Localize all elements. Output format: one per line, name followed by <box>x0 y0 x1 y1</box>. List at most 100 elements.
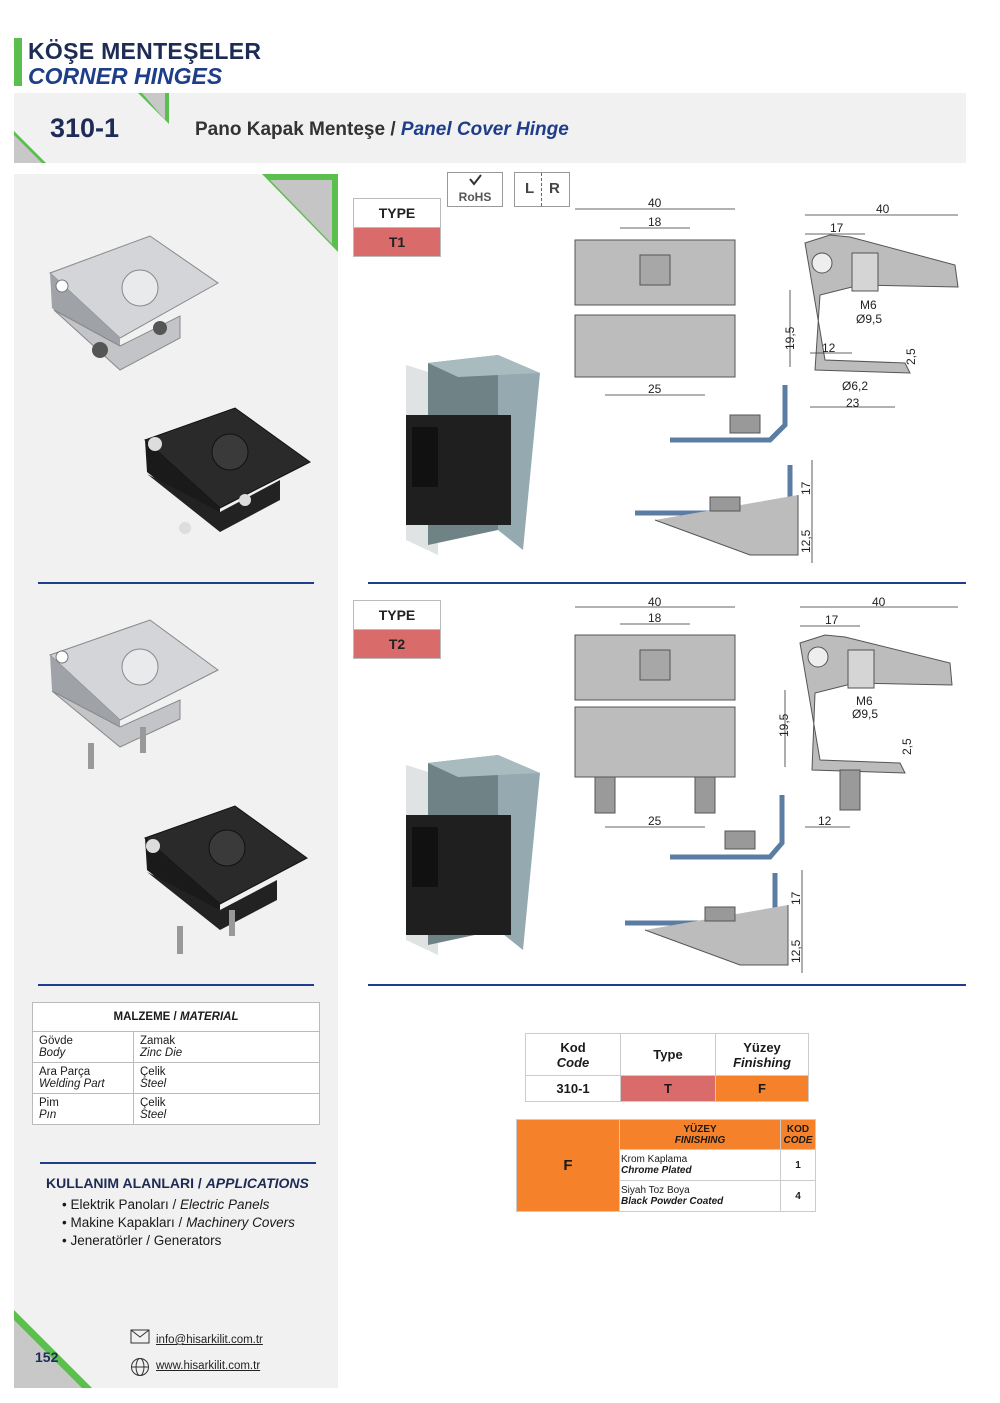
finishing-row-tr: Krom Kaplama <box>621 1154 688 1165</box>
dim-t1-side-m6: M6 <box>860 298 877 312</box>
divider-left-1 <box>38 582 314 584</box>
product-image-black-t2 <box>144 805 308 954</box>
product-code: 310-1 <box>50 113 120 143</box>
email-link[interactable]: info@hisarkilit.com.tr <box>156 1334 263 1346</box>
dim-t1-front-width: 40 <box>648 196 662 210</box>
band-corner-decor <box>14 93 169 163</box>
material-part-en: Body <box>39 1047 66 1059</box>
application-item: • Makine Kapakları / Machinery Covers <box>62 1215 295 1230</box>
material-part-tr: Pim <box>39 1097 59 1109</box>
dim-t2-asm-17: 17 <box>789 891 803 905</box>
type-header: TYPE <box>354 199 440 228</box>
type-col-header: Type <box>620 1033 716 1076</box>
dim-t1-side-23: 23 <box>846 396 860 410</box>
dim-t2-side-40: 40 <box>872 595 886 609</box>
code-value: 310-1 <box>525 1075 621 1102</box>
lr-right-label: R <box>549 180 560 197</box>
type-box-t1: TYPE T1 <box>353 198 441 257</box>
product-image-black-t1 <box>144 407 311 534</box>
dim-t2-side-d95: Ø9,5 <box>852 707 878 721</box>
finishing-row-code: 1 <box>780 1149 816 1181</box>
dim-t1-side-17: 17 <box>830 221 844 235</box>
application-item: • Jeneratörler / Generators <box>62 1233 222 1248</box>
globe-icon <box>131 1358 149 1376</box>
finishing-kod-header-en: CODE <box>783 1134 813 1146</box>
product-name-tr: Pano Kapak Menteşe <box>195 119 386 140</box>
dim-t2-front-18: 18 <box>648 611 662 625</box>
finish-value: F <box>715 1075 809 1102</box>
finishing-row-en: Black Powder Coated <box>621 1196 724 1207</box>
lr-badge: L R <box>514 172 570 207</box>
dim-t2-side-17: 17 <box>825 613 839 627</box>
material-value-en: Zinc Die <box>140 1047 183 1059</box>
left-sidebar <box>14 174 338 1388</box>
code-col-header-tr: Kod <box>560 1039 586 1055</box>
dim-t1-front-25: 25 <box>648 382 662 396</box>
product-image-chrome-t2 <box>49 619 219 769</box>
applications-list: • Elektrik Panoları / Electric Panels • … <box>62 1196 295 1250</box>
application-item-tr: Jeneratörler <box>70 1233 143 1248</box>
dim-t2-front-width: 40 <box>648 595 662 609</box>
product-band <box>14 93 966 163</box>
dim-t1-side-d62: Ø6,2 <box>842 379 868 393</box>
code-col-header-en: Code <box>556 1054 590 1070</box>
technical-drawing-t2: 40 18 25 40 17 19,5 M6 Ø9,5 2,5 12 17 12… <box>574 595 958 973</box>
sidebar-corner-decor <box>262 174 338 252</box>
finish-col-header-en: Finishing <box>733 1054 791 1070</box>
material-header-tr: MALZEME <box>113 1011 171 1023</box>
material-part-tr: Ara Parça <box>39 1066 91 1078</box>
finishing-row-en: Chrome Plated <box>621 1165 692 1176</box>
dim-t2-asm-125: 12,5 <box>789 939 803 963</box>
application-item-en: Machinery Covers <box>186 1215 295 1230</box>
dim-t1-side-19: 19,5 <box>783 326 797 350</box>
type-value: T <box>620 1075 716 1102</box>
application-item-tr: Elektrik Panoları <box>70 1197 169 1212</box>
footer-corner-decor <box>14 1310 92 1388</box>
type-box-t2: TYPE T2 <box>353 600 441 659</box>
dim-t1-side-t25: 2,5 <box>904 348 918 365</box>
dim-t2-front-25: 25 <box>648 814 662 828</box>
material-value-en: Steel <box>140 1109 167 1121</box>
header-accent-bar <box>14 38 22 86</box>
checkmark-icon <box>469 174 482 186</box>
finishing-kod-header-tr: KOD <box>786 1123 810 1135</box>
finishing-header-en: FINISHING <box>674 1134 726 1146</box>
dim-t1-asm-125: 12,5 <box>799 529 813 553</box>
dim-t2-side-19: 19,5 <box>777 713 791 737</box>
dim-t2-side-12: 12 <box>818 814 832 828</box>
material-value-tr: Zamak <box>140 1035 176 1047</box>
panel-mount-image-t2 <box>406 755 540 955</box>
panel-mount-image-t1 <box>406 355 540 555</box>
divider-left-2 <box>38 984 314 986</box>
material-header: MALZEME / MATERIAL <box>32 1002 320 1032</box>
website-link[interactable]: www.hisarkilit.com.tr <box>156 1360 261 1372</box>
finishing-row-tr: Siyah Toz Boya <box>621 1185 690 1196</box>
material-part-en: Pın <box>39 1109 57 1121</box>
product-image-chrome-t1 <box>49 235 219 371</box>
type-value: T2 <box>354 630 440 658</box>
applications-title: KULLANIM ALANLARI / APPLICATIONS <box>46 1175 309 1191</box>
lr-divider <box>541 173 543 206</box>
technical-drawing-t1: 40 18 25 40 17 19,5 M6 Ø9,5 12 2,5 Ø6,2 … <box>574 196 959 563</box>
email-icon <box>130 1329 150 1344</box>
dim-t2-side-t25: 2,5 <box>900 738 914 755</box>
finishing-header-tr: YÜZEY <box>683 1123 717 1135</box>
dim-t1-front-18: 18 <box>648 215 662 229</box>
dim-t1-side-40: 40 <box>876 202 890 216</box>
finish-col-header-tr: Yüzey <box>743 1039 781 1055</box>
rohs-badge: RoHS <box>447 172 503 207</box>
product-name-en: Panel Cover Hinge <box>400 119 569 140</box>
finishing-row-code: 4 <box>780 1180 816 1212</box>
dim-t1-side-d95: Ø9,5 <box>856 312 882 326</box>
